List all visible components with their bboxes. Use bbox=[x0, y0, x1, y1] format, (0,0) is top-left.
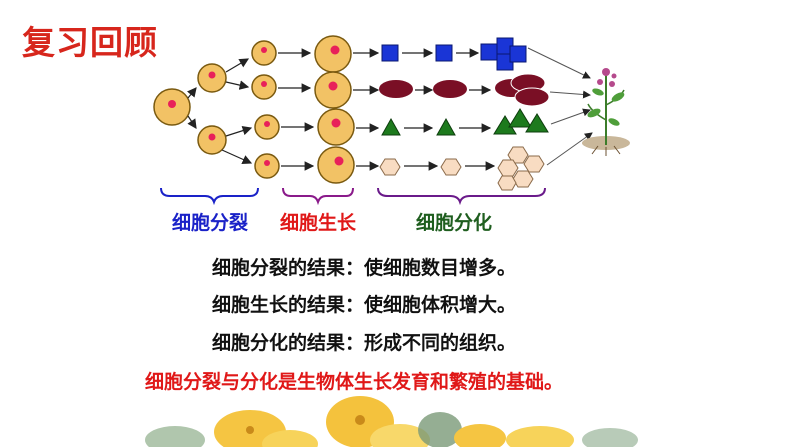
brace-differentiation bbox=[377, 187, 546, 206]
flower-decoration bbox=[145, 396, 638, 447]
label-growth: 细胞生长 bbox=[280, 212, 357, 234]
cell-grown-4 bbox=[317, 146, 355, 184]
triangle-tissue bbox=[493, 108, 549, 135]
cell-grown-1 bbox=[314, 35, 352, 73]
label-differentiation: 细胞分化 bbox=[416, 212, 493, 234]
cell-gen2-3 bbox=[254, 114, 280, 140]
square-cell-2 bbox=[435, 44, 453, 62]
brace-growth bbox=[282, 187, 354, 206]
triangle-cell-2 bbox=[436, 117, 456, 136]
hexagon-cell-2 bbox=[440, 158, 462, 176]
cell-gen2-2 bbox=[251, 74, 277, 100]
cell-daughter-top bbox=[197, 63, 227, 93]
hexagon-cell-1 bbox=[379, 158, 401, 176]
label-division: 细胞分裂 bbox=[172, 212, 249, 234]
plant-illustration bbox=[582, 68, 630, 156]
conclusion-text: 细胞分裂与分化是生物体生长发育和繁殖的基础。 bbox=[145, 371, 564, 393]
cell-grown-2 bbox=[314, 71, 352, 109]
cell-gen2-1 bbox=[251, 40, 277, 66]
cell-grown-3 bbox=[317, 108, 355, 146]
triangle-cell-1 bbox=[381, 117, 401, 136]
cell-daughter-bottom bbox=[197, 125, 227, 155]
ellipse-tissue bbox=[495, 73, 550, 107]
page-title: 复习回顾 bbox=[22, 23, 158, 62]
cell-mother bbox=[153, 88, 191, 126]
result-division: 细胞分裂的结果：使细胞数目增多。 bbox=[212, 257, 517, 279]
square-cell-1 bbox=[381, 44, 399, 62]
brace-division bbox=[160, 187, 259, 206]
ellipse-cell-1 bbox=[379, 80, 413, 98]
ellipse-cell-2 bbox=[433, 80, 467, 98]
result-differentiation: 细胞分化的结果：形成不同的组织。 bbox=[212, 332, 517, 354]
hexagon-tissue bbox=[497, 146, 545, 191]
result-growth: 细胞生长的结果：使细胞体积增大。 bbox=[212, 294, 517, 316]
cell-gen2-4 bbox=[254, 153, 280, 179]
square-tissue bbox=[480, 37, 527, 71]
